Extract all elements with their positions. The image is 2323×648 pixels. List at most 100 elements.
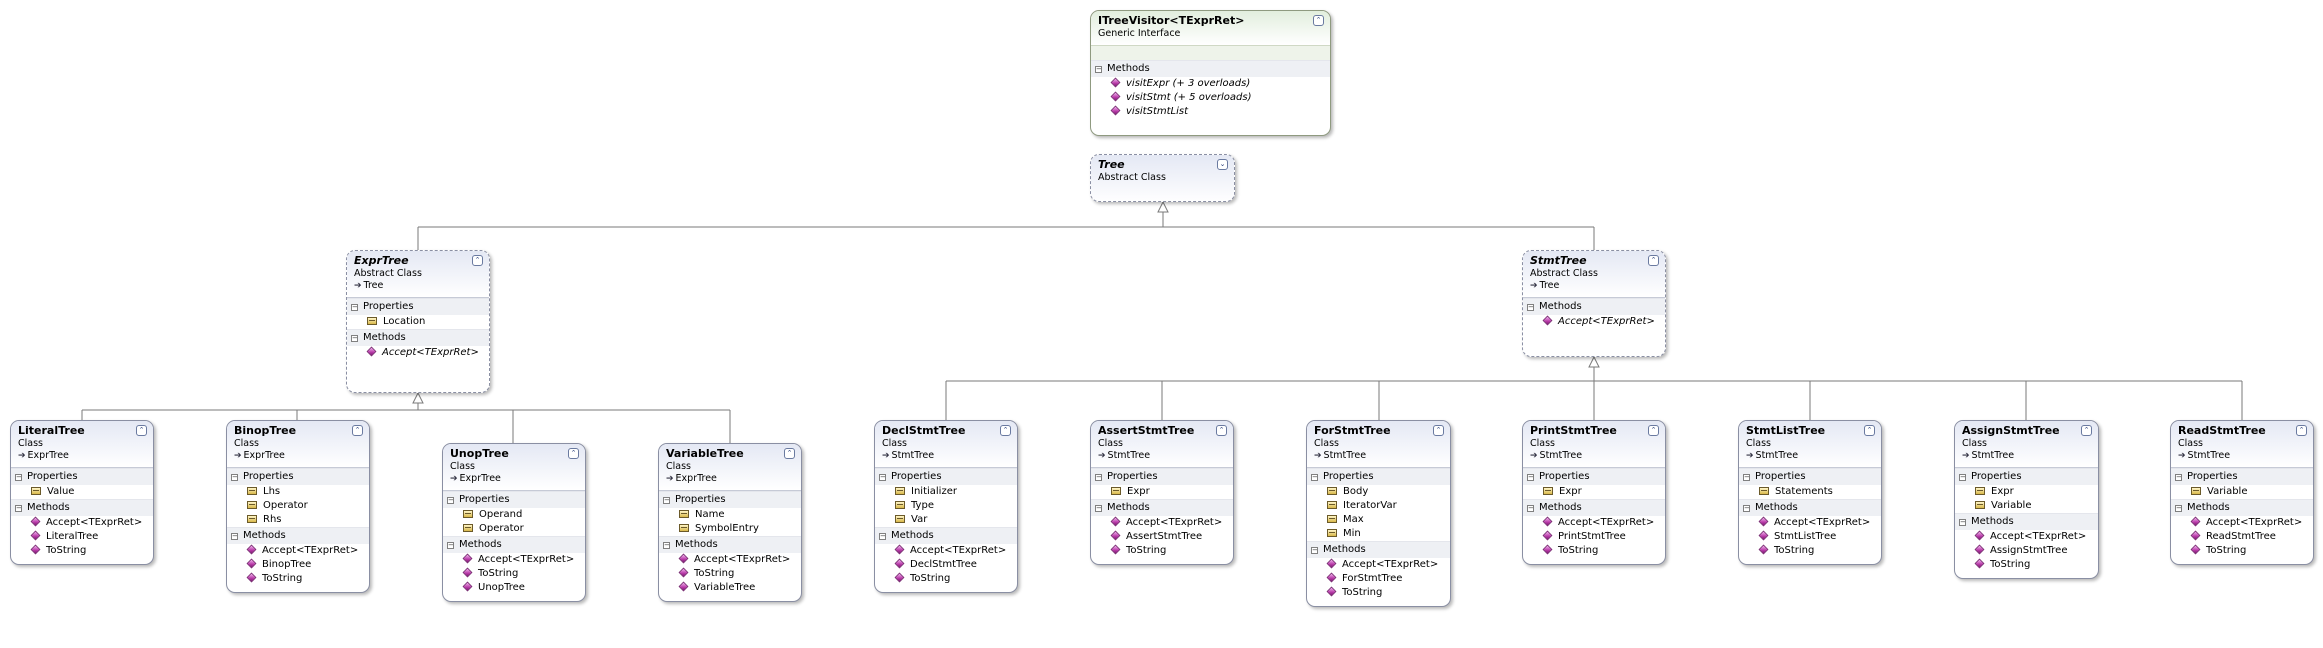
- collapse-icon[interactable]: ⌃: [1648, 425, 1659, 436]
- collapse-icon[interactable]: ⌃: [2296, 425, 2307, 436]
- member-item[interactable]: ToString: [1523, 544, 1665, 558]
- member-item[interactable]: ToString: [1307, 586, 1450, 600]
- member-item[interactable]: Location: [347, 315, 489, 329]
- member-item[interactable]: Value: [11, 485, 153, 499]
- member-item[interactable]: visitStmtList: [1091, 105, 1330, 119]
- member-item[interactable]: Expr: [1955, 485, 2098, 499]
- compartment-toggle[interactable]: −Methods: [1091, 500, 1233, 516]
- collapse-icon[interactable]: ⌃: [136, 425, 147, 436]
- member-item[interactable]: AssertStmtTree: [1091, 530, 1233, 544]
- member-item[interactable]: Min: [1307, 527, 1450, 541]
- member-item[interactable]: Name: [659, 508, 801, 522]
- compartment-toggle[interactable]: −Properties: [2171, 469, 2313, 485]
- member-item[interactable]: Operator: [443, 522, 585, 536]
- member-item[interactable]: BinopTree: [227, 558, 369, 572]
- collapse-icon[interactable]: ⌃: [1433, 425, 1444, 436]
- member-item[interactable]: StmtListTree: [1739, 530, 1881, 544]
- member-item[interactable]: Statements: [1739, 485, 1881, 499]
- compartment-toggle[interactable]: −Properties: [659, 492, 801, 508]
- member-item[interactable]: Accept<TExprRet>: [227, 544, 369, 558]
- compartment-toggle[interactable]: −Methods: [1307, 542, 1450, 558]
- compartment-toggle[interactable]: −Methods: [1523, 299, 1665, 315]
- member-item[interactable]: Accept<TExprRet>: [11, 516, 153, 530]
- compartment-toggle[interactable]: −Properties: [1955, 469, 2098, 485]
- collapse-icon[interactable]: ⌃: [568, 448, 579, 459]
- collapse-icon[interactable]: ⌃: [784, 448, 795, 459]
- compartment-toggle[interactable]: −Methods: [2171, 500, 2313, 516]
- member-item[interactable]: ToString: [11, 544, 153, 558]
- collapse-icon[interactable]: ⌃: [472, 255, 483, 266]
- member-item[interactable]: Accept<TExprRet>: [443, 553, 585, 567]
- collapse-icon[interactable]: ⌃: [1313, 15, 1324, 26]
- member-item[interactable]: ToString: [443, 567, 585, 581]
- member-item[interactable]: Operand: [443, 508, 585, 522]
- collapse-icon[interactable]: ⌃: [1864, 425, 1875, 436]
- member-item[interactable]: DeclStmtTree: [875, 558, 1017, 572]
- member-item[interactable]: SymbolEntry: [659, 522, 801, 536]
- member-item[interactable]: ToString: [875, 572, 1017, 586]
- member-item[interactable]: Accept<TExprRet>: [1307, 558, 1450, 572]
- compartment-toggle[interactable]: −Methods: [1955, 514, 2098, 530]
- collapse-icon[interactable]: ⌃: [1000, 425, 1011, 436]
- compartment-toggle[interactable]: −Methods: [1739, 500, 1881, 516]
- expand-icon[interactable]: ⌄: [1217, 159, 1228, 170]
- member-item[interactable]: Type: [875, 499, 1017, 513]
- member-item[interactable]: Body: [1307, 485, 1450, 499]
- compartment-toggle[interactable]: −Methods: [227, 528, 369, 544]
- compartment-toggle[interactable]: −Properties: [875, 469, 1017, 485]
- member-item[interactable]: PrintStmtTree: [1523, 530, 1665, 544]
- compartment-toggle[interactable]: −Methods: [347, 330, 489, 346]
- member-item[interactable]: Accept<TExprRet>: [2171, 516, 2313, 530]
- compartment-toggle[interactable]: −Properties: [1307, 469, 1450, 485]
- member-item[interactable]: LiteralTree: [11, 530, 153, 544]
- member-item[interactable]: Rhs: [227, 513, 369, 527]
- member-item[interactable]: Variable: [1955, 499, 2098, 513]
- member-item[interactable]: Accept<TExprRet>: [347, 346, 489, 360]
- member-item[interactable]: Max: [1307, 513, 1450, 527]
- member-item[interactable]: ToString: [1955, 558, 2098, 572]
- compartment-toggle[interactable]: −Properties: [1091, 469, 1233, 485]
- member-item[interactable]: visitExpr (+ 3 overloads): [1091, 77, 1330, 91]
- compartment-toggle[interactable]: −Properties: [11, 469, 153, 485]
- collapse-icon[interactable]: ⌃: [1648, 255, 1659, 266]
- collapse-icon[interactable]: ⌃: [1216, 425, 1227, 436]
- compartment-toggle[interactable]: −Properties: [443, 492, 585, 508]
- compartment-toggle[interactable]: −Methods: [443, 537, 585, 553]
- class-box-itreevisitor[interactable]: ITreeVisitor<TExprRet> Generic Interface…: [1090, 10, 1331, 136]
- compartment-toggle[interactable]: −Methods: [659, 537, 801, 553]
- member-item[interactable]: IteratorVar: [1307, 499, 1450, 513]
- compartment-toggle[interactable]: −Properties: [1523, 469, 1665, 485]
- compartment-toggle[interactable]: −Methods: [875, 528, 1017, 544]
- member-item[interactable]: Var: [875, 513, 1017, 527]
- member-item[interactable]: Expr: [1091, 485, 1233, 499]
- compartment-toggle[interactable]: −Properties: [347, 299, 489, 315]
- compartment-toggle[interactable]: −Properties: [227, 469, 369, 485]
- member-item[interactable]: ForStmtTree: [1307, 572, 1450, 586]
- member-item[interactable]: Expr: [1523, 485, 1665, 499]
- compartment-toggle[interactable]: −Methods: [1091, 61, 1330, 77]
- member-item[interactable]: Accept<TExprRet>: [1523, 315, 1665, 329]
- member-item[interactable]: Accept<TExprRet>: [1091, 516, 1233, 530]
- compartment-toggle[interactable]: −Methods: [1523, 500, 1665, 516]
- member-item[interactable]: Initializer: [875, 485, 1017, 499]
- member-item[interactable]: ToString: [227, 572, 369, 586]
- member-item[interactable]: ToString: [1739, 544, 1881, 558]
- member-item[interactable]: Variable: [2171, 485, 2313, 499]
- member-item[interactable]: Lhs: [227, 485, 369, 499]
- class-box-tree[interactable]: Tree Abstract Class ⌄: [1090, 154, 1235, 202]
- member-item[interactable]: ToString: [2171, 544, 2313, 558]
- member-item[interactable]: UnopTree: [443, 581, 585, 595]
- collapse-icon[interactable]: ⌃: [352, 425, 363, 436]
- member-item[interactable]: AssignStmtTree: [1955, 544, 2098, 558]
- member-item[interactable]: Accept<TExprRet>: [1739, 516, 1881, 530]
